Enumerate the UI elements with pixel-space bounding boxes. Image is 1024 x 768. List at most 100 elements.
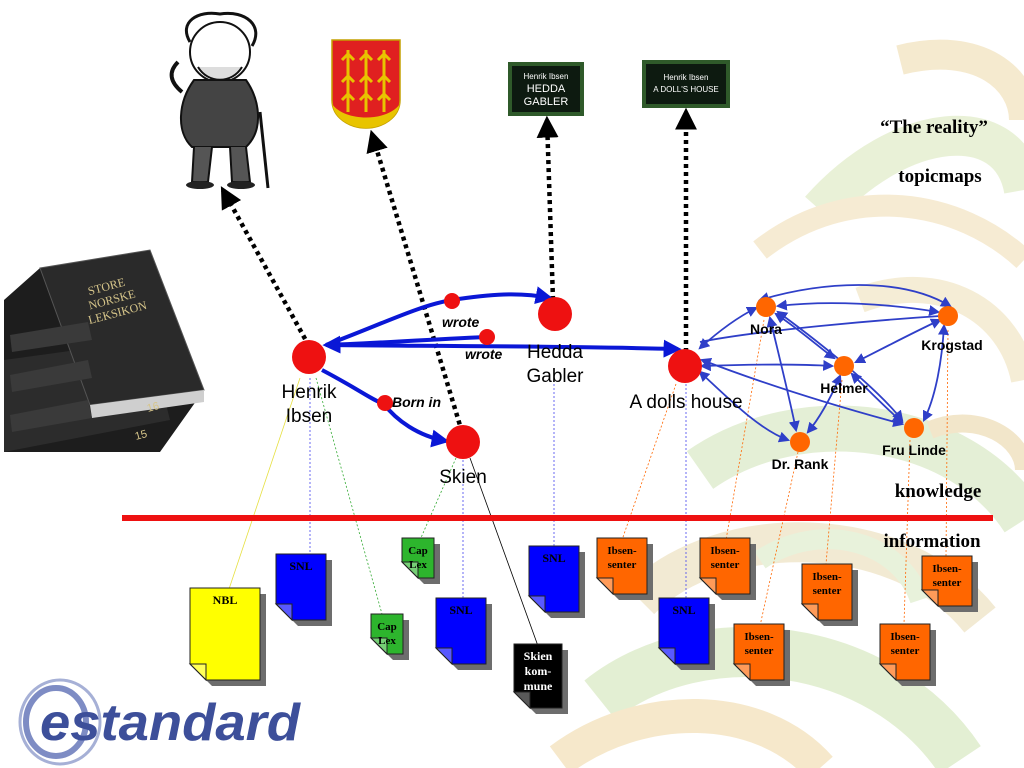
document-label: Ibsen- bbox=[744, 631, 774, 643]
document-label: Cap bbox=[408, 545, 428, 557]
skien-to-arms-arrow bbox=[366, 129, 465, 433]
document-label: senter bbox=[608, 559, 637, 571]
character-relations bbox=[698, 284, 952, 443]
document-snl-4[interactable]: SNL bbox=[657, 597, 715, 670]
document-body bbox=[801, 563, 853, 621]
hedda-gabler-cover-image: Henrik Ibsen HEDDA GABLER bbox=[508, 62, 584, 116]
wrote-return-arc bbox=[322, 335, 487, 354]
book-volume-15: 15 bbox=[134, 428, 149, 443]
document-body bbox=[189, 587, 261, 681]
dolls-house-cover-image: Henrik Ibsen A DOLL'S HOUSE bbox=[642, 60, 730, 108]
document-nbl[interactable]: NBL bbox=[188, 587, 266, 686]
association-born-in-node[interactable] bbox=[377, 395, 393, 411]
document-fold bbox=[188, 663, 207, 682]
character-helmer-label: Helmer bbox=[820, 380, 868, 396]
document-fold bbox=[274, 603, 293, 622]
ibsen-caricature-image bbox=[169, 11, 270, 189]
topic-hedda-node[interactable] bbox=[538, 297, 572, 331]
character-linde-node[interactable] bbox=[904, 418, 924, 438]
document-label: Ibsen- bbox=[710, 545, 740, 557]
topic-dolls-label: A dolls house bbox=[629, 392, 742, 413]
document-ibsen-2[interactable]: Ibsen-senter bbox=[698, 537, 756, 600]
knowledge-label: knowledge bbox=[895, 481, 982, 502]
document-fold bbox=[732, 663, 751, 682]
document-label: Lex bbox=[378, 635, 396, 647]
hedda-cover-author: Henrik Ibsen bbox=[524, 72, 569, 81]
document-body bbox=[733, 623, 785, 681]
document-label: NBL bbox=[213, 593, 238, 607]
document-fold bbox=[878, 663, 897, 682]
topic-hedda-label-1: Hedda bbox=[527, 342, 583, 363]
document-body bbox=[401, 537, 435, 579]
topicmaps-label: topicmaps bbox=[898, 166, 981, 187]
ibsen-to-caricature-arrow bbox=[220, 186, 311, 348]
topic-ibsen-label-1: Henrik bbox=[282, 382, 337, 403]
document-ibsen-1[interactable]: Ibsen-senter bbox=[595, 537, 653, 600]
document-label: kom- bbox=[525, 664, 552, 678]
document-ibsen-3[interactable]: Ibsen-senter bbox=[800, 563, 858, 626]
document-body bbox=[879, 623, 931, 681]
document-label: senter bbox=[711, 559, 740, 571]
document-snl-2[interactable]: SNL bbox=[434, 597, 492, 670]
dolls-cover-title: A DOLL'S HOUSE bbox=[653, 85, 719, 94]
document-ibsen-6[interactable]: Ibsen-senter bbox=[920, 555, 978, 612]
document-body bbox=[921, 555, 973, 607]
document-ibsen-4[interactable]: Ibsen-senter bbox=[732, 623, 790, 686]
topic-labels: Henrik Ibsen Hedda Gabler Skien A dolls … bbox=[282, 314, 983, 488]
topic-dolls-node[interactable] bbox=[668, 349, 702, 383]
document-label: Skien bbox=[524, 649, 553, 663]
document-fold bbox=[595, 577, 614, 596]
hedda-cover-title-1: HEDDA bbox=[527, 83, 566, 95]
document-label: senter bbox=[933, 577, 962, 589]
topic-ibsen-node[interactable] bbox=[292, 340, 326, 374]
association-wrote-1-node[interactable] bbox=[444, 293, 460, 309]
topic-nodes bbox=[292, 293, 958, 459]
dolls-cover-author: Henrik Ibsen bbox=[664, 73, 709, 82]
documents: NBLSNLSNLSNLSNLCapLexCapLexSkienkom-mune… bbox=[188, 537, 978, 714]
character-krogstad-label: Krogstad bbox=[921, 337, 982, 353]
document-label: SNL bbox=[672, 603, 695, 617]
encyclopedia-books-image: STORE NORSKE LEKSIKON 16 15 bbox=[4, 249, 205, 452]
occurrence-arrows bbox=[220, 107, 697, 433]
association-wrote-1-label: wrote bbox=[442, 314, 480, 330]
document-fold bbox=[369, 637, 388, 656]
document-snl-3[interactable]: SNL bbox=[527, 545, 585, 618]
document-label: senter bbox=[813, 585, 842, 597]
document-body bbox=[699, 537, 751, 595]
topic-ibsen-label-2: Ibsen bbox=[286, 406, 332, 427]
document-label: mune bbox=[524, 679, 553, 693]
document-fold bbox=[657, 647, 676, 666]
hedda-to-cover-arrow bbox=[536, 115, 559, 301]
logo-text: estandard bbox=[40, 694, 301, 752]
document-label: Ibsen- bbox=[890, 631, 920, 643]
topic-skien-label: Skien bbox=[439, 467, 487, 488]
topic-skien-node[interactable] bbox=[446, 425, 480, 459]
character-krogstad-node[interactable] bbox=[938, 306, 958, 326]
character-rank-node[interactable] bbox=[790, 432, 810, 452]
associations bbox=[321, 286, 682, 448]
document-label: Ibsen- bbox=[932, 563, 962, 575]
reality-label: “The reality” bbox=[880, 117, 988, 138]
document-label: SNL bbox=[289, 559, 312, 573]
document-snl-1[interactable]: SNL bbox=[274, 553, 332, 626]
document-body bbox=[596, 537, 648, 595]
coat-of-arms-image bbox=[331, 39, 401, 129]
character-nora-node[interactable] bbox=[756, 297, 776, 317]
document-fold bbox=[800, 603, 819, 622]
document-label: senter bbox=[745, 645, 774, 657]
document-label: Cap bbox=[377, 621, 397, 633]
document-label: SNL bbox=[449, 603, 472, 617]
topic-hedda-label-2: Gabler bbox=[526, 366, 584, 387]
document-ibsen-5[interactable]: Ibsen-senter bbox=[878, 623, 936, 686]
character-linde-label: Fru Linde bbox=[882, 442, 946, 458]
document-body bbox=[370, 613, 404, 655]
document-fold bbox=[698, 577, 717, 596]
association-wrote-2-node[interactable] bbox=[479, 329, 495, 345]
character-rank-label: Dr. Rank bbox=[772, 456, 829, 472]
information-label: information bbox=[883, 531, 981, 552]
character-helmer-node[interactable] bbox=[834, 356, 854, 376]
